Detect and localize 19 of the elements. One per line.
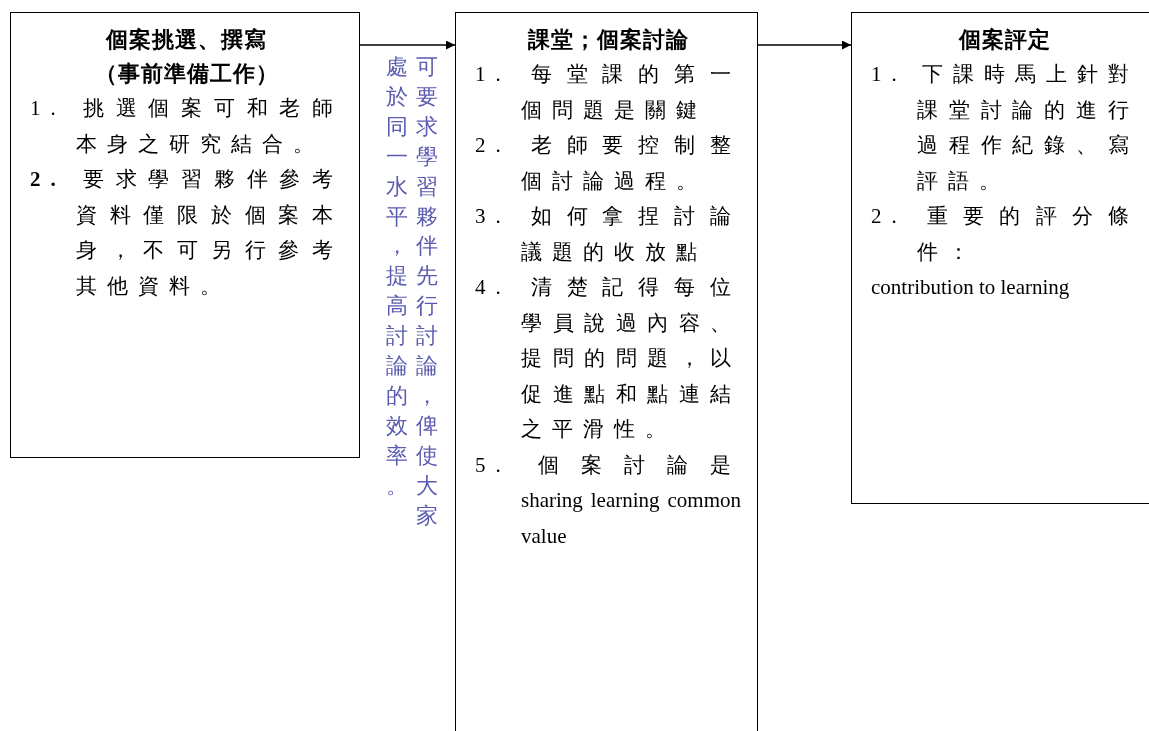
list-item: 5. 個案討論是 sharing learning common value: [475, 451, 741, 550]
vertical-note: 可要求學習夥伴先行討論，俾使大家處於同一水平，提高討論的效率。: [386, 53, 438, 530]
process-box: [455, 12, 758, 731]
list-item: 2. 老師要控制整個討論過程。: [475, 132, 741, 195]
process-box: [10, 12, 360, 458]
list-item: 1. 每堂課的第一個問題是關鍵: [475, 61, 741, 124]
box-heading: 個案評定: [957, 26, 1052, 54]
box-heading: 個案挑選、撰寫: [104, 26, 268, 54]
list-item: 1. 挑選個案可和老師本身之研究結合。: [30, 95, 343, 158]
arrow: [359, 40, 456, 50]
list-item: 2. 要求學習夥伴參考資料僅限於個案本身，不可另行參考其他資料。: [30, 166, 343, 300]
list-item: 4. 清楚記得每位學員說過內容、提問的問題，以促進點和點連結之平滑性。: [475, 274, 741, 443]
box-heading: （事前準備工作）: [93, 60, 280, 88]
process-box: [851, 12, 1149, 504]
arrow: [757, 40, 852, 50]
list-item: contribution to learning: [871, 274, 1071, 301]
list-item: 1. 下課時馬上針對課堂討論的進行過程作紀錄、寫評語。: [871, 61, 1139, 195]
box-heading: 課堂；個案討論: [526, 26, 690, 54]
list-item: 3. 如何拿捏討論議題的收放點: [475, 203, 741, 266]
